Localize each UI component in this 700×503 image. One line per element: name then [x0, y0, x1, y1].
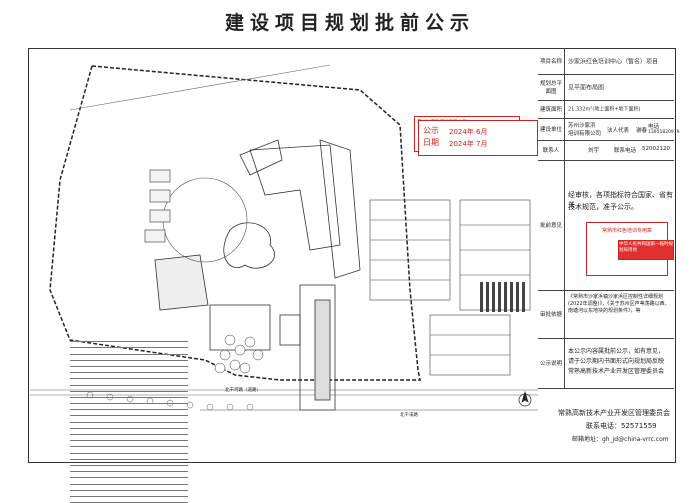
table-row: [70, 423, 188, 429]
period-stamp-line2: 日期: [423, 138, 439, 147]
table-row: [70, 410, 188, 417]
red-seal-stamp: 中华人民共和国第一临时规划局用地: [618, 240, 674, 260]
north-road-label: 北干溪路: [400, 413, 418, 418]
row-area: 建筑面积 21.332m²(地上面积+地下面积): [538, 100, 674, 119]
notice-frame: [28, 48, 676, 463]
table-row: [70, 441, 188, 448]
value-unit-1: 苏州沙家浜: [568, 123, 596, 129]
table-row: [70, 497, 188, 503]
notice-text-3: 常熟高新技术产业开发区管理委员会: [568, 368, 665, 375]
value-contact: 刘宇: [588, 148, 600, 154]
table-row: [70, 435, 188, 442]
period-start: 2024年 6月: [449, 128, 488, 136]
pool: [223, 222, 276, 269]
label-project-name: 项目名称: [538, 48, 565, 74]
value-legal: 谢春: [636, 128, 648, 134]
row-notice: 公示说明 本公示内容属批前公示，如有意见， 请于公示期内书面形式向规划局反映 常…: [538, 338, 674, 389]
value-project-name: 沙家浜红色培训中心（暂名）项目: [568, 58, 659, 66]
row-contact: 联系人 刘宇 联系电话 52002120: [538, 140, 674, 161]
table-row: [70, 447, 188, 454]
value-phone: 13951820979: [648, 130, 680, 135]
table-row: [70, 472, 188, 479]
notice-text-1: 本公示内容属批前公示，如有意见，: [568, 348, 665, 355]
table-row: [70, 398, 188, 405]
contact-phone: 联系电话：52571559: [586, 422, 657, 430]
label-area: 建筑面积: [538, 100, 565, 118]
issuer-name: 常熟高新技术产业开发区管理委员会: [558, 409, 670, 417]
table-row: [70, 392, 188, 398]
row-basis: 审批依据 《常熟市沙家浜镇沙家浜区控制性详细规划(2022年调整)》，《关于苏州…: [538, 290, 674, 339]
table-row: [70, 355, 188, 361]
table-row: [70, 416, 188, 423]
contact-email: 邮箱地址：gh_jd@china-vrrc.com: [572, 436, 669, 443]
road-line: [69, 64, 331, 111]
period-stamp-line1: 公示: [423, 126, 439, 135]
value-area: 21.332m²(地上面积+地下面积): [568, 106, 641, 113]
label-legal: 法人代表: [607, 128, 630, 134]
info-panel: 项目名称 沙家浜红色培训中心（暂名）项目 规划总平面图 见平面布局图 建筑面积 …: [538, 48, 680, 461]
notice-text-2: 请于公示期内书面形式向规划局反映: [568, 358, 665, 365]
label-plan: 规划总平面图: [538, 74, 565, 100]
table-row: [70, 454, 188, 460]
label-contact: 联系人: [538, 140, 565, 160]
period-stamp: 公示 日期 2024年 6月 2024年 7月: [418, 120, 538, 156]
label-contact-phone: 联系电话: [614, 148, 637, 154]
table-row: [70, 386, 188, 392]
label-unit: 建设单位: [538, 118, 565, 140]
table-row: [70, 367, 188, 374]
row-opinion: 批前意见 经审核，各项指标符合国家、省有关 技术规范，准予公示。 常熟市红色培训…: [538, 160, 674, 291]
parking-area: [369, 199, 531, 376]
building-main: [154, 139, 361, 411]
period-end: 2024年 7月: [449, 140, 488, 148]
table-row: [70, 429, 188, 435]
site-boundary: [49, 65, 421, 381]
parking-stripes: [480, 282, 525, 312]
tree-cluster: [214, 334, 264, 374]
site-plan-svg: [30, 64, 538, 411]
table-row: [70, 342, 188, 349]
table-row: [70, 404, 188, 411]
table-row: [70, 361, 188, 367]
row-plan: 规划总平面图 见平面布局图: [538, 74, 674, 101]
indicator-table: [70, 336, 188, 503]
table-row: [70, 460, 188, 466]
value-unit-2: 培训有限公司: [568, 131, 602, 137]
table-row: [70, 379, 188, 386]
label-phone: 电话: [648, 124, 660, 130]
north-arrow-icon: [518, 390, 532, 407]
value-contact-phone: 52002120: [642, 146, 670, 152]
basis-text: 《常熟市沙家浜镇沙家浜区控制性详细规划(2022年调整)》，《关于苏州区芦苇荡路…: [568, 294, 670, 314]
table-row: [70, 373, 188, 380]
page-title: 建设项目规划批前公示: [224, 12, 475, 34]
row-unit: 建设单位 苏州沙家浜 培训有限公司 法人代表 谢春 电话 13951820979: [538, 118, 680, 141]
label-basis: 审批依据: [538, 290, 565, 338]
table-row: [70, 466, 188, 473]
south-road-label: 北干河路（道路）: [225, 388, 261, 393]
villa-buildings: [144, 169, 171, 243]
label-notice: 公示说明: [538, 338, 565, 388]
table-row: [70, 348, 188, 355]
label-opinion: 批前意见: [538, 160, 565, 290]
opinion-text-2: 技术规范，准予公示。: [568, 203, 638, 211]
row-project-name: 项目名称 沙家浜红色培训中心（暂名）项目: [538, 48, 674, 75]
table-row: [70, 336, 188, 343]
value-plan: 见平面布局图: [568, 84, 605, 92]
opinion-text-1: 经审核，各项指标符合国家、省有关: [568, 191, 673, 209]
